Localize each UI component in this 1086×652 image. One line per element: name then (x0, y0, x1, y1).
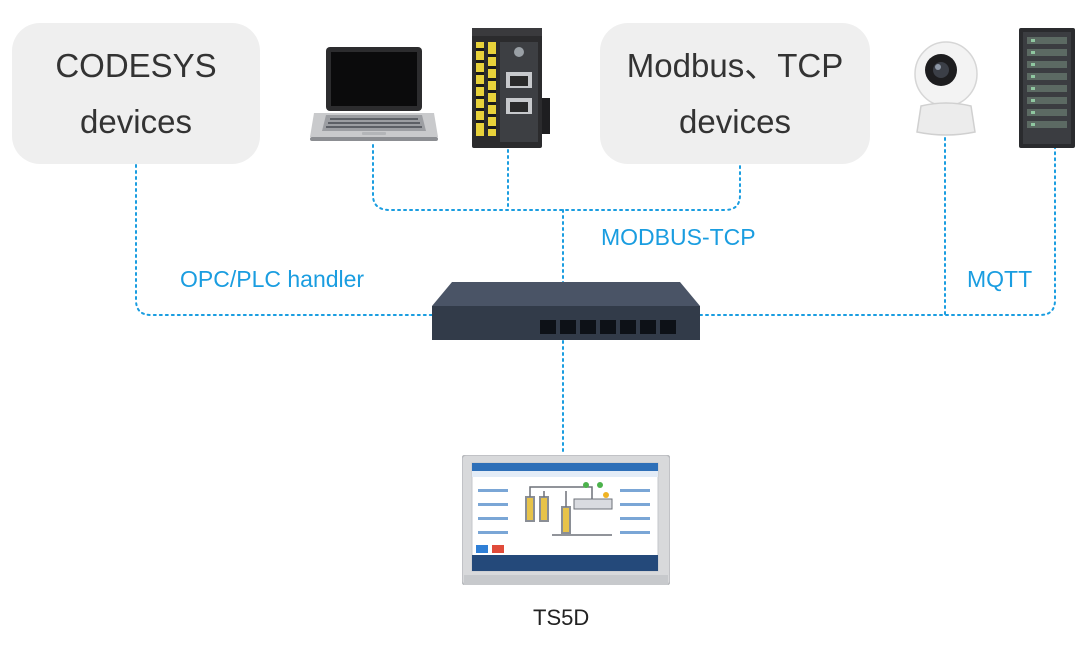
hmi-caption: TS5D (533, 605, 590, 630)
codesys-box-line1: CODESYS (55, 46, 217, 84)
laptop-icon (310, 47, 438, 141)
plc-controller-icon (472, 28, 550, 148)
wire-laptop (372, 144, 741, 211)
codesys-devices-box: CODESYS devices (12, 23, 260, 164)
codesys-box-line2: devices (80, 102, 192, 140)
modbus-tcp-label: MODBUS-TCP (601, 224, 756, 250)
modbus-box-line1: Modbus、TCP (626, 46, 844, 84)
hmi-touch-panel-icon (462, 455, 670, 585)
ip-camera-icon (914, 41, 978, 136)
modbus-box-line2: devices (679, 102, 791, 140)
network-switch-icon (432, 282, 700, 340)
mqtt-label: MQTT (967, 266, 1033, 292)
opc-plc-handler-label: OPC/PLC handler (180, 266, 365, 292)
modbus-devices-box: Modbus、TCP devices (600, 23, 870, 164)
server-rack-icon (1019, 28, 1075, 148)
